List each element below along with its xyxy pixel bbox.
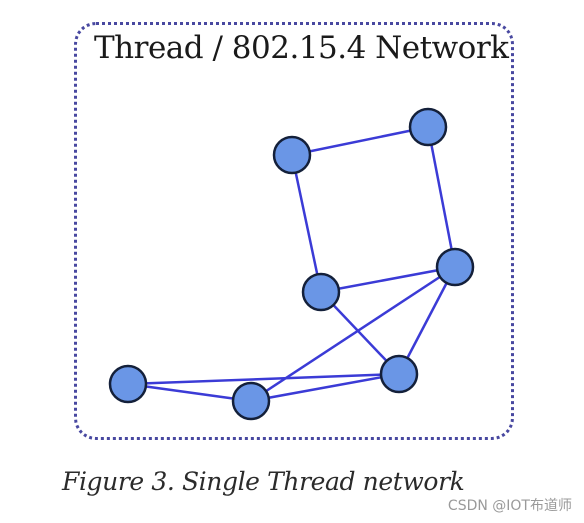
- watermark: CSDN @IOT布道师: [447, 498, 572, 514]
- link-n1-n4: [426, 126, 457, 268]
- node-n5: [108, 364, 148, 404]
- node-n2: [272, 135, 312, 175]
- link-n6-n7: [250, 372, 400, 403]
- node-n7: [379, 354, 419, 394]
- link-n2-n3: [290, 154, 323, 293]
- network-boundary: [74, 22, 514, 440]
- node-n3: [301, 272, 341, 312]
- link-n3-n4: [320, 265, 456, 294]
- network-title: Thread / 802.15.4 Network: [94, 30, 509, 66]
- figure-caption: Figure 3. Single Thread network: [62, 467, 465, 496]
- link-n1-n2: [291, 125, 429, 157]
- node-n6: [231, 381, 271, 421]
- link-n5-n7: [127, 372, 400, 386]
- node-n1: [408, 107, 448, 147]
- link-n6-n5: [127, 382, 252, 403]
- nodes-layer: [108, 107, 475, 421]
- node-n4: [435, 247, 475, 287]
- link-n4-n7: [397, 266, 457, 375]
